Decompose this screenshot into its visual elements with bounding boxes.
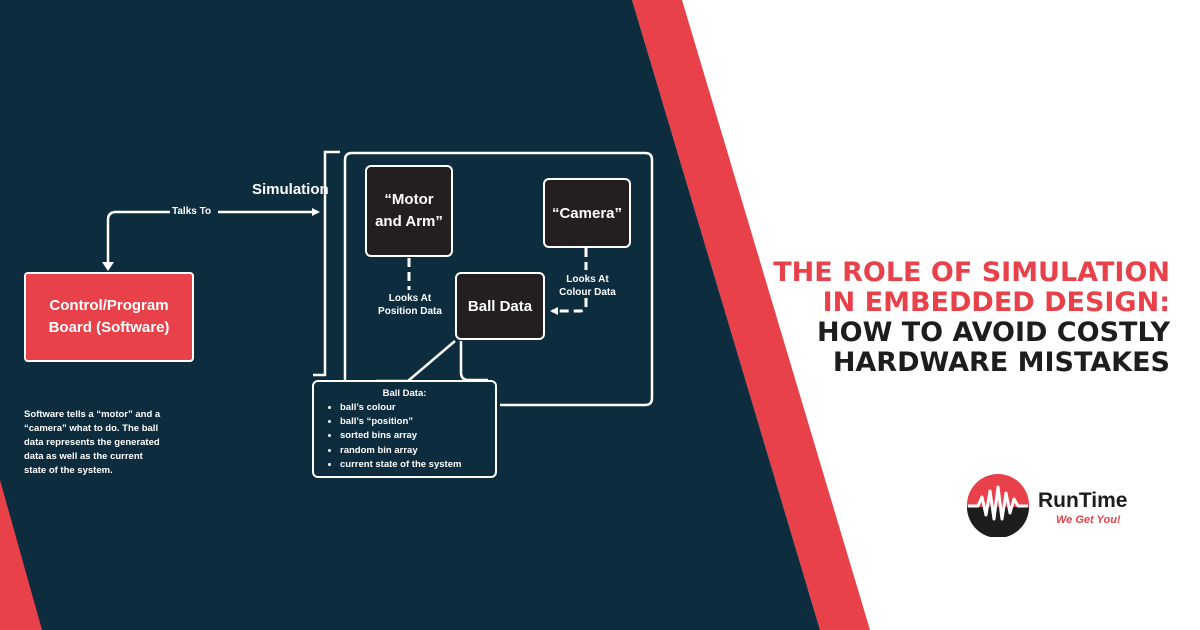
- callout-item: sorted bins array: [340, 429, 495, 443]
- talks-to-connector: [106, 212, 318, 265]
- brand-tagline: We Get You!: [1056, 514, 1121, 526]
- ball-data-callout: Ball Data: ball’s colour ball’s “positio…: [312, 380, 497, 478]
- motor-arm-box: “Motor and Arm”: [365, 165, 453, 257]
- talks-to-label: Talks To: [172, 206, 212, 217]
- camera-looks-at-connector: [552, 248, 588, 311]
- headline-line4: Hardware Mistakes: [832, 347, 1170, 378]
- motor-arm-line1: “Motor: [384, 191, 434, 208]
- headline-line2: in Embedded Design:: [822, 287, 1170, 318]
- simulation-frame-back: [313, 150, 340, 377]
- pulse-circle-icon: [967, 474, 1029, 537]
- ball-data-label: Ball Data: [467, 297, 533, 315]
- camera-box: “Camera”: [543, 178, 631, 248]
- callout-pointer: [376, 340, 488, 383]
- callout-list: ball’s colour ball’s “position” sorted b…: [314, 401, 495, 472]
- navy-panel: [0, 0, 820, 630]
- callout-item: current state of the system: [340, 458, 495, 472]
- looks-at-colour-line1: Looks At: [566, 274, 609, 285]
- simulation-label: Simulation: [252, 181, 329, 198]
- callout-item: random bin array: [340, 444, 495, 458]
- runtime-logo: RunTime We Get You!: [966, 473, 1166, 537]
- red-corner: [0, 480, 42, 630]
- callout-item: ball’s “position”: [340, 415, 495, 429]
- control-board-box: Control/Program Board (Software): [24, 272, 194, 362]
- description-line: data as well as the current: [24, 451, 143, 462]
- simulation-frame: [343, 151, 654, 407]
- control-board-line1: Control/Program: [49, 297, 169, 314]
- description-line: “camera” what to do. The ball: [24, 423, 159, 434]
- description-line: Software tells a “motor” and a: [24, 409, 161, 420]
- callout-title: Ball Data:: [382, 388, 427, 399]
- headline-line1: The Role of Simulation: [773, 257, 1170, 288]
- looks-at-position-line2: Position Data: [378, 306, 442, 317]
- looks-at-colour-label: Looks At Colour Data: [550, 273, 625, 299]
- talks-to-arrowhead-down: [102, 262, 114, 271]
- description-line: data represents the generated: [24, 437, 160, 448]
- red-stripe: [632, 0, 870, 630]
- diagram-description: Software tells a “motor” and a “camera” …: [24, 408, 204, 478]
- headline-line3: How to Avoid Costly: [817, 317, 1170, 348]
- looks-at-position-line1: Looks At: [388, 293, 432, 304]
- brand-name: RunTime: [1038, 489, 1128, 512]
- looks-at-position-label: Looks At Position Data: [370, 292, 450, 318]
- description-line: state of the system.: [24, 465, 113, 476]
- control-board-line2: Board (Software): [48, 319, 170, 336]
- camera-label: “Camera”: [551, 204, 623, 222]
- looks-at-colour-line2: Colour Data: [559, 287, 616, 298]
- callout-item: ball’s colour: [340, 401, 495, 415]
- motor-arm-line2: and Arm”: [375, 213, 443, 230]
- ball-data-box: Ball Data: [455, 272, 545, 340]
